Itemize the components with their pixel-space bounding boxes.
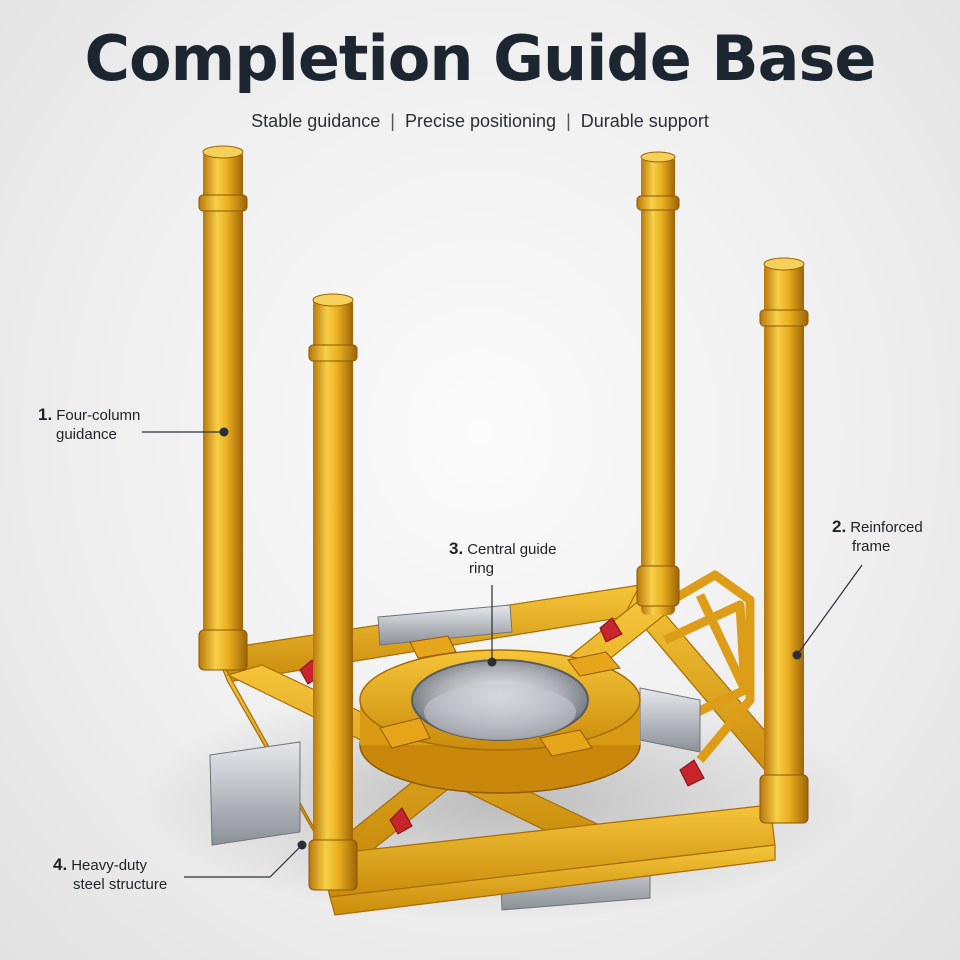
callout-text-line1: Four-column — [56, 407, 141, 424]
central-guide-ring — [359, 635, 641, 794]
column-back-left — [198, 145, 248, 671]
leader-2-dot — [792, 650, 802, 660]
callout-text-line2: steel structure — [73, 876, 168, 893]
callout-text-line2: ring — [469, 560, 495, 577]
callout-number: 1. — [38, 405, 53, 424]
callout-text-line2: guidance — [56, 426, 117, 443]
reinforced-lattice-frame — [652, 570, 755, 763]
callout-text-line2: frame — [852, 538, 891, 555]
callout-number: 2. — [832, 517, 847, 536]
guide-columns — [198, 145, 809, 891]
subtitle: Stable guidance | Precise positioning | Dura… — [0, 111, 960, 132]
callout-central-guide-ring: 3.Central guide ring — [449, 539, 556, 578]
callout-text-line1: Reinforced — [850, 519, 923, 536]
subtitle-separator: | — [566, 111, 571, 131]
subtitle-separator: | — [390, 111, 395, 131]
column-front-left — [308, 293, 358, 891]
subtitle-item-stable-guidance: Stable guidance — [251, 111, 381, 131]
leader-2 — [796, 564, 863, 656]
subtitle-item-durable-support: Durable support — [580, 111, 709, 131]
column-front-right — [759, 257, 809, 824]
callout-text-line1: Heavy-duty — [71, 857, 148, 874]
column-back-right — [636, 151, 680, 615]
leader-4-dot — [297, 840, 307, 850]
callout-heavy-duty-steel-structure: 4.Heavy-duty steel structure — [53, 855, 167, 894]
leader-3-dot — [487, 657, 497, 667]
red-lifting-lugs — [299, 617, 705, 835]
callout-text-line1: Central guide — [467, 541, 557, 558]
subtitle-item-precise-positioning: Precise positioning — [404, 111, 557, 131]
callout-number: 3. — [449, 539, 464, 558]
callout-leaders — [142, 427, 863, 878]
callout-number: 4. — [53, 855, 68, 874]
callout-reinforced-frame: 2.Reinforced frame — [832, 517, 923, 556]
leader-1-dot — [219, 427, 229, 437]
page-title: Completion Guide Base — [84, 22, 877, 95]
leader-4 — [184, 844, 303, 878]
callout-four-column-guidance: 1.Four-column guidance — [38, 405, 140, 444]
